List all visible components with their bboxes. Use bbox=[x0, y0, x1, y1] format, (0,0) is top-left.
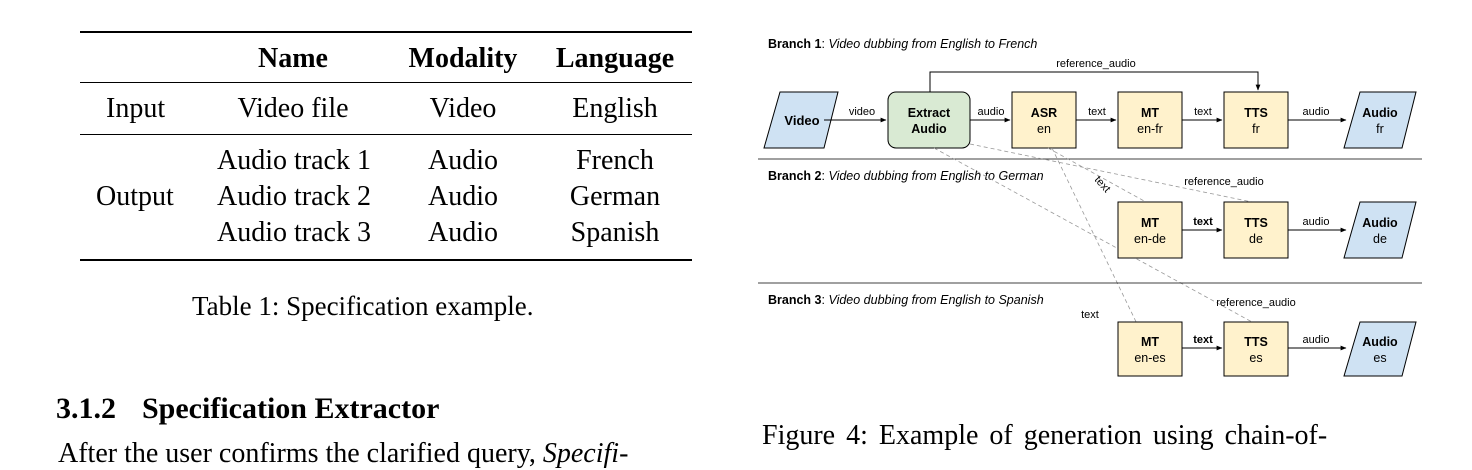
table-cell: Audio track 2 bbox=[217, 181, 371, 212]
edge-label: video bbox=[849, 106, 875, 118]
edge-label: text bbox=[1092, 174, 1113, 195]
section-number: 3.1.2 bbox=[56, 392, 116, 425]
table-header-modality: Modality bbox=[408, 43, 518, 74]
table-cell: French bbox=[576, 145, 654, 176]
audio-es-label: Audio bbox=[1362, 335, 1398, 349]
tts-de-label: TTS bbox=[1244, 216, 1268, 230]
table-cell: Audio track 3 bbox=[217, 217, 371, 248]
audio-es-node bbox=[1343, 321, 1417, 377]
branch1-title: Branch 1: Video dubbing from English to … bbox=[768, 37, 1037, 51]
edge-label: reference_audio bbox=[1056, 58, 1136, 70]
edge-label: text bbox=[1193, 334, 1213, 346]
mt-en-de-node bbox=[1117, 201, 1183, 259]
edge-label: audio bbox=[1303, 216, 1330, 228]
edge-label: audio bbox=[1303, 106, 1330, 118]
edge-label: audio bbox=[978, 106, 1005, 118]
table-mid-rule bbox=[80, 134, 692, 135]
edge-label: reference_audio bbox=[1216, 297, 1296, 309]
video-node bbox=[763, 91, 839, 149]
edge-label: text bbox=[1193, 216, 1213, 228]
tts-es-label: TTS bbox=[1244, 335, 1268, 349]
extract-audio-label: Audio bbox=[911, 122, 947, 136]
edge-dashed-text-de bbox=[1047, 147, 1147, 203]
branch3-title: Branch 3: Video dubbing from English to … bbox=[768, 293, 1044, 307]
table-input-label: Input bbox=[106, 93, 166, 124]
branch1-title-sep: : bbox=[822, 37, 829, 51]
table-cell: Audio bbox=[428, 145, 498, 176]
mt-en-fr-label: en-fr bbox=[1137, 122, 1163, 136]
table-cell: Audio track 1 bbox=[217, 145, 371, 176]
mt-en-es-label: en-es bbox=[1134, 351, 1165, 365]
pipeline-diagram: Branch 1: Video dubbing from English to … bbox=[758, 37, 1422, 377]
table-caption: Table 1: Specification example. bbox=[192, 291, 534, 321]
extract-audio-label: Extract bbox=[908, 106, 951, 120]
branch2-title: Branch 2: Video dubbing from English to … bbox=[768, 169, 1044, 183]
table-cell: Video bbox=[429, 93, 497, 124]
table-cell: German bbox=[569, 181, 661, 212]
table-bottom-rule bbox=[80, 259, 692, 261]
edge-dashed-reference-de bbox=[969, 143, 1253, 203]
audio-fr-label: Audio bbox=[1362, 106, 1398, 120]
table-cell: Video file bbox=[237, 93, 349, 124]
table-mid-rule bbox=[80, 82, 692, 83]
edge-label: text bbox=[1088, 106, 1106, 118]
tts-de-node bbox=[1223, 201, 1289, 259]
tts-fr-label: fr bbox=[1252, 122, 1260, 136]
mt-en-fr-node bbox=[1117, 91, 1183, 149]
video-node-label: Video bbox=[784, 113, 819, 128]
table-header-name: Name bbox=[258, 43, 328, 74]
section-body-text: After the user confirms the clarified qu… bbox=[58, 438, 629, 469]
tts-fr-label: TTS bbox=[1244, 106, 1268, 120]
audio-fr-label: fr bbox=[1376, 122, 1384, 136]
figure-caption: Figure 4: Example of generation using ch… bbox=[762, 420, 1328, 451]
edge-label: audio bbox=[1303, 334, 1330, 346]
edge-label: text bbox=[1081, 309, 1099, 321]
mt-en-fr-label: MT bbox=[1141, 106, 1159, 120]
mt-en-de-label: MT bbox=[1141, 216, 1159, 230]
audio-de-label: Audio bbox=[1362, 216, 1398, 230]
edge-reference-audio-top bbox=[929, 71, 1261, 92]
edge-label: reference_audio bbox=[1184, 176, 1264, 188]
table-top-rule bbox=[80, 31, 692, 33]
table-cell: Spanish bbox=[570, 217, 660, 248]
tts-es-node bbox=[1223, 321, 1289, 377]
tts-fr-node bbox=[1223, 91, 1289, 149]
edge-dashed-text-es bbox=[1051, 147, 1141, 331]
tts-de-label: de bbox=[1249, 232, 1263, 246]
edge-dashed-reference-es bbox=[933, 147, 1253, 323]
asr-node-label: en bbox=[1037, 122, 1051, 136]
extract-audio-node bbox=[887, 91, 971, 149]
table-cell: English bbox=[572, 93, 658, 124]
asr-node bbox=[1011, 91, 1077, 149]
table-output-label: Output bbox=[96, 181, 174, 212]
tts-es-label: es bbox=[1249, 351, 1262, 365]
mt-en-de-label: en-de bbox=[1134, 232, 1166, 246]
edge-label: text bbox=[1194, 106, 1212, 118]
asr-node-label: ASR bbox=[1031, 106, 1057, 120]
table-cell: Audio bbox=[428, 217, 498, 248]
audio-es-label: es bbox=[1373, 351, 1386, 365]
section-title: Specification Extractor bbox=[142, 392, 440, 425]
mt-en-es-node bbox=[1117, 321, 1183, 377]
table-cell: Audio bbox=[428, 181, 498, 212]
mt-en-es-label: MT bbox=[1141, 335, 1159, 349]
table-header-language: Language bbox=[555, 43, 675, 74]
audio-fr-node bbox=[1343, 91, 1417, 149]
audio-de-label: de bbox=[1373, 232, 1387, 246]
section-heading: 3.1.2 Specification Extractor bbox=[56, 392, 439, 426]
audio-de-node bbox=[1343, 201, 1417, 259]
